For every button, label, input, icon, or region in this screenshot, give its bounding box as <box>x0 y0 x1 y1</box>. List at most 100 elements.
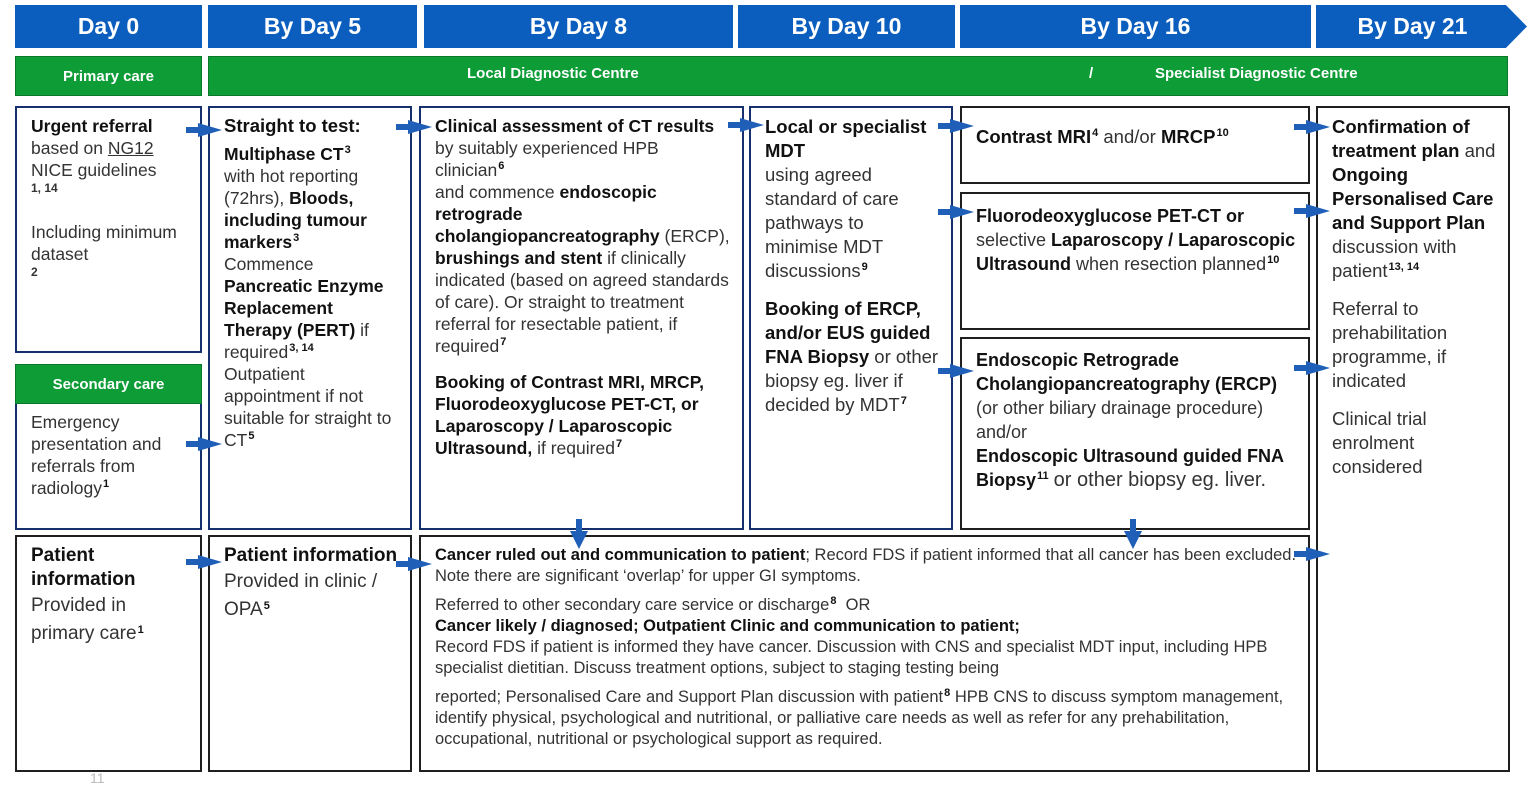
commence-ercp-text: and commence <box>435 182 555 202</box>
patient-info-primary-box: Patient information Provided in primary … <box>15 535 202 772</box>
arrow-clinical-to-mdt <box>728 118 764 132</box>
or-text: OR <box>845 596 871 614</box>
mri-ref: 4 <box>1092 127 1099 139</box>
band-specialist-label: Specialist Diagnostic Centre <box>1155 65 1358 82</box>
ercp-abbr: (ERCP), <box>664 226 730 246</box>
patient-info-ref: 1 <box>137 624 144 636</box>
hpb-cns-text: HPB CNS to discuss symptom management, i… <box>435 688 1284 748</box>
nice-guidelines: NICE guidelines <box>31 160 157 180</box>
contrast-mri-box: Contrast MRI4 and/or MRCP10 <box>960 106 1310 184</box>
hot-reporting: with hot reporting (72hrs), <box>224 166 359 208</box>
patient-info-clinic-title: Patient information <box>224 545 398 566</box>
band-secondary-care: Secondary care <box>15 364 202 404</box>
urgent-referral-box: Urgent referral based on NG12 NICE guide… <box>15 106 202 353</box>
arrow-test-to-clinical <box>396 120 432 134</box>
patient-info-clinic-ref: 5 <box>263 600 270 612</box>
reported-ref: 8 <box>944 687 951 699</box>
including-ref: 2 <box>31 265 38 279</box>
patient-info-clinic-text: Provided in clinic / OPA <box>224 571 378 620</box>
eus-fna: Endoscopic Ultrasound guided FNA Biopsy <box>976 446 1284 490</box>
outpatient-text: Outpatient appointment if not suitable f… <box>224 364 392 450</box>
booking-ercp-ref: 7 <box>900 395 907 407</box>
including-minimum-dataset: Including minimum dataset <box>31 222 177 264</box>
arrow-mri-to-confirmation <box>1294 120 1330 134</box>
emergency-box: Emergency presentation and referrals fro… <box>15 404 202 530</box>
pert-tail: if required <box>224 320 369 362</box>
cancer-likely: Cancer likely / diagnosed; Outpatient Cl… <box>435 617 1020 635</box>
arrow-down-endoscopic <box>1124 519 1142 549</box>
arrow-pet-to-confirmation <box>1294 204 1330 218</box>
endoscopic-box: Endoscopic Retrograde Cholangiopancreato… <box>960 337 1310 530</box>
confirmation-and: and <box>1464 140 1496 161</box>
band-local-label: Local Diagnostic Centre <box>467 65 639 82</box>
contrast-mri: Contrast MRI <box>976 126 1092 147</box>
clinical-assessment-by: by suitably experienced HPB clinician <box>435 138 659 180</box>
cancer-ruled-out: Cancer ruled out and communication to pa… <box>435 546 806 564</box>
multiphase-ct: Multiphase CT <box>224 144 344 164</box>
arrow-mdt-to-pet <box>938 205 974 219</box>
patient-info-clinic-box: Patient information Provided in clinic /… <box>208 535 412 772</box>
laparoscopy: Laparoscopy / Laparoscopic Ultrasound <box>976 230 1296 274</box>
commence-text: Commence <box>224 254 314 274</box>
ercp-text: endoscopic retrograde cholangiopancreato… <box>435 182 660 246</box>
when-ref: 10 <box>1267 254 1280 266</box>
mdt-title: Local or specialist MDT <box>765 116 927 161</box>
urgent-ref: 1, 14 <box>31 181 58 195</box>
arrow-outcome-to-confirmation <box>1294 547 1330 561</box>
pert-ref: 3, 14 <box>289 342 314 354</box>
ct-ref: 3 <box>344 144 351 156</box>
patient-info-title: Patient information <box>31 545 136 590</box>
reported-text: reported; Personalised Care and Support … <box>435 688 944 706</box>
band-diagnostic-centre: Local Diagnostic Centre / Specialist Dia… <box>208 56 1508 96</box>
mri-andor: and/or <box>1103 126 1156 147</box>
header-day-5: By Day 5 <box>208 5 417 48</box>
pet-ct: Fluorodeoxyglucose PET-CT or <box>976 206 1245 226</box>
booking-ercp-tail: or other biopsy eg. liver if decided by … <box>765 346 939 415</box>
emergency-text: Emergency presentation and referrals fro… <box>31 412 162 498</box>
booking-ref: 7 <box>615 438 623 450</box>
confirmation-title: Confirmation of treatment plan <box>1332 116 1470 161</box>
brushings-stent: brushings and stent <box>435 248 603 268</box>
urgent-referral-title: Urgent referral <box>31 116 153 136</box>
discussion-with-patient: discussion with patient <box>1332 236 1457 281</box>
straight-to-test-title: Straight to test: <box>224 115 361 136</box>
clinical-ref: 6 <box>498 160 505 172</box>
mrcp-ref: 10 <box>1216 127 1229 139</box>
arrow-urgent-to-test <box>186 123 222 137</box>
if-clinically-indicated: if clinically indicated (based on agreed… <box>435 248 729 356</box>
endoscopic-ercp: Endoscopic Retrograde Cholangiopancreato… <box>976 350 1278 394</box>
clinical-trial: Clinical trial enrolment considered <box>1332 408 1427 477</box>
mdt-text: using agreed standard of care pathways t… <box>765 164 899 281</box>
arrow-down-clinical <box>570 519 588 549</box>
header-day-10: By Day 10 <box>738 5 955 48</box>
booking-ercp: Booking of ERCP, and/or EUS guided FNA B… <box>765 298 931 367</box>
mdt-ref: 9 <box>861 261 868 273</box>
pet-ct-box: Fluorodeoxyglucose PET-CT or selective L… <box>960 192 1310 330</box>
mrcp: MRCP <box>1161 126 1216 147</box>
ng12-link: NG12 <box>107 138 154 158</box>
straight-to-test-box: Straight to test: Multiphase CT3 with ho… <box>208 106 412 530</box>
record-fds: Record FDS if patient is informed they h… <box>435 638 1268 677</box>
clinical-assessment-title: Clinical assessment of CT results <box>435 116 715 136</box>
selective-text: selective <box>976 230 1047 250</box>
ruled-out-tail: ; Record FDS if patient informed that al… <box>435 546 1297 585</box>
eus-ref: 11 <box>1037 470 1049 482</box>
booking-contrast-mri: Booking of Contrast MRI, MRCP, Fluorodeo… <box>435 372 704 458</box>
arrow-patient-to-outcome <box>396 557 432 571</box>
referred-ref: 8 <box>830 595 837 607</box>
ifclin-ref: 7 <box>500 336 507 348</box>
discussion-ref: 13, 14 <box>1388 261 1420 273</box>
bloods-ref: 3 <box>293 232 300 244</box>
eus-tail: or other biopsy eg. liver. <box>1053 469 1267 491</box>
urgent-based-on: based on <box>31 138 104 158</box>
header-day-16: By Day 16 <box>960 5 1311 48</box>
booking-tail: if required <box>537 438 615 458</box>
pert-text: Pancreatic Enzyme Replacement Therapy (P… <box>224 276 384 340</box>
mdt-box: Local or specialist MDT using agreed sta… <box>749 106 953 530</box>
arrow-emergency-to-test <box>186 437 222 451</box>
header-day-8: By Day 8 <box>424 5 733 48</box>
emergency-ref: 1 <box>103 478 110 490</box>
band-primary-care: Primary care <box>15 56 202 96</box>
confirmation-box: Confirmation of treatment plan and Ongoi… <box>1316 106 1510 772</box>
endoscopic-tail: (or other biliary drainage procedure) an… <box>976 398 1264 442</box>
